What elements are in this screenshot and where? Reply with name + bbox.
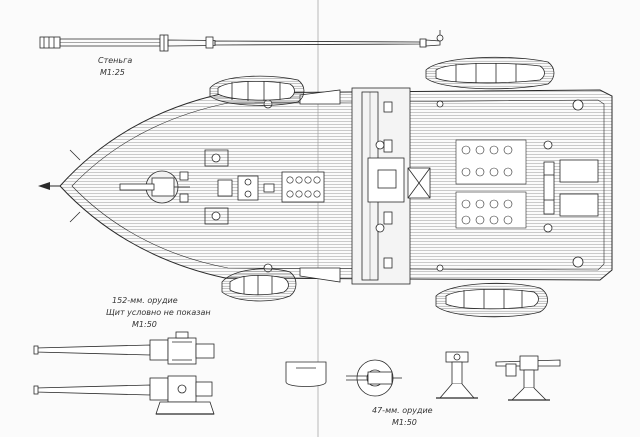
topmast-scale-caption: М1:25 bbox=[100, 68, 125, 77]
gun-47mm-front-view bbox=[436, 351, 478, 399]
gun152-note-caption: Щит условно не показан bbox=[106, 308, 211, 317]
gun152-caption: 152-мм. орудие bbox=[112, 296, 178, 305]
midship-superstructure bbox=[351, 87, 431, 285]
topmast-drawing bbox=[39, 30, 444, 52]
boat-starboard-forward bbox=[221, 268, 297, 302]
gun-152mm-side-view-bottom bbox=[33, 375, 215, 415]
forward-skylight-portholes bbox=[286, 176, 321, 198]
gun-47mm-side-view bbox=[495, 355, 561, 401]
gun-47mm-plan-view bbox=[346, 359, 402, 397]
gun152-scale-caption: М1:50 bbox=[132, 320, 157, 329]
gun-47mm-shield-front bbox=[285, 361, 327, 387]
gun-152mm-side-view-top bbox=[33, 331, 215, 365]
boat-starboard-aft bbox=[435, 282, 548, 318]
boat-port-aft bbox=[425, 56, 555, 90]
aft-skylight-portholes bbox=[455, 139, 527, 229]
topmast-caption: Стеньга bbox=[98, 56, 133, 65]
boat-port-forward bbox=[209, 75, 305, 106]
gun47-caption: 47-мм. орудие bbox=[372, 406, 433, 415]
gun47-scale-caption: М1:50 bbox=[392, 418, 417, 427]
deck-surface bbox=[59, 89, 613, 281]
bow-152mm-gun-plan bbox=[119, 170, 190, 204]
hull-plan-view bbox=[38, 87, 613, 285]
